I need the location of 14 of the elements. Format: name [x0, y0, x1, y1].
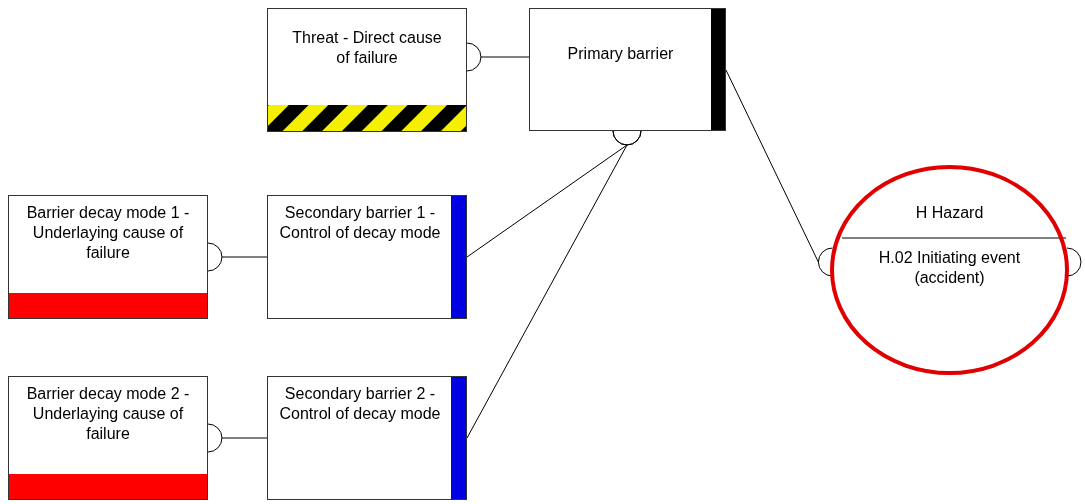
hazard-circle — [830, 165, 1085, 375]
node-label: Barrier decay mode 2 - Underlaying cause of failure — [25, 384, 191, 444]
node-label: Secondary barrier 2 - Control of decay mode — [278, 384, 442, 424]
connector — [466, 130, 642, 439]
node-label: Barrier decay mode 1 - Underlaying cause of failure — [25, 203, 191, 263]
node-label: H.02 Initiating event (accident) — [877, 248, 1022, 288]
connector — [207, 242, 268, 272]
node-label: Secondary barrier 1 - Control of decay mode — [278, 203, 442, 243]
node-label: H Hazard — [915, 203, 984, 223]
connector — [466, 42, 530, 72]
connector — [725, 69, 833, 277]
connector — [207, 423, 268, 453]
node-label: Primary barrier — [567, 44, 674, 64]
node-label: Threat - Direct cause of failure — [292, 28, 442, 68]
